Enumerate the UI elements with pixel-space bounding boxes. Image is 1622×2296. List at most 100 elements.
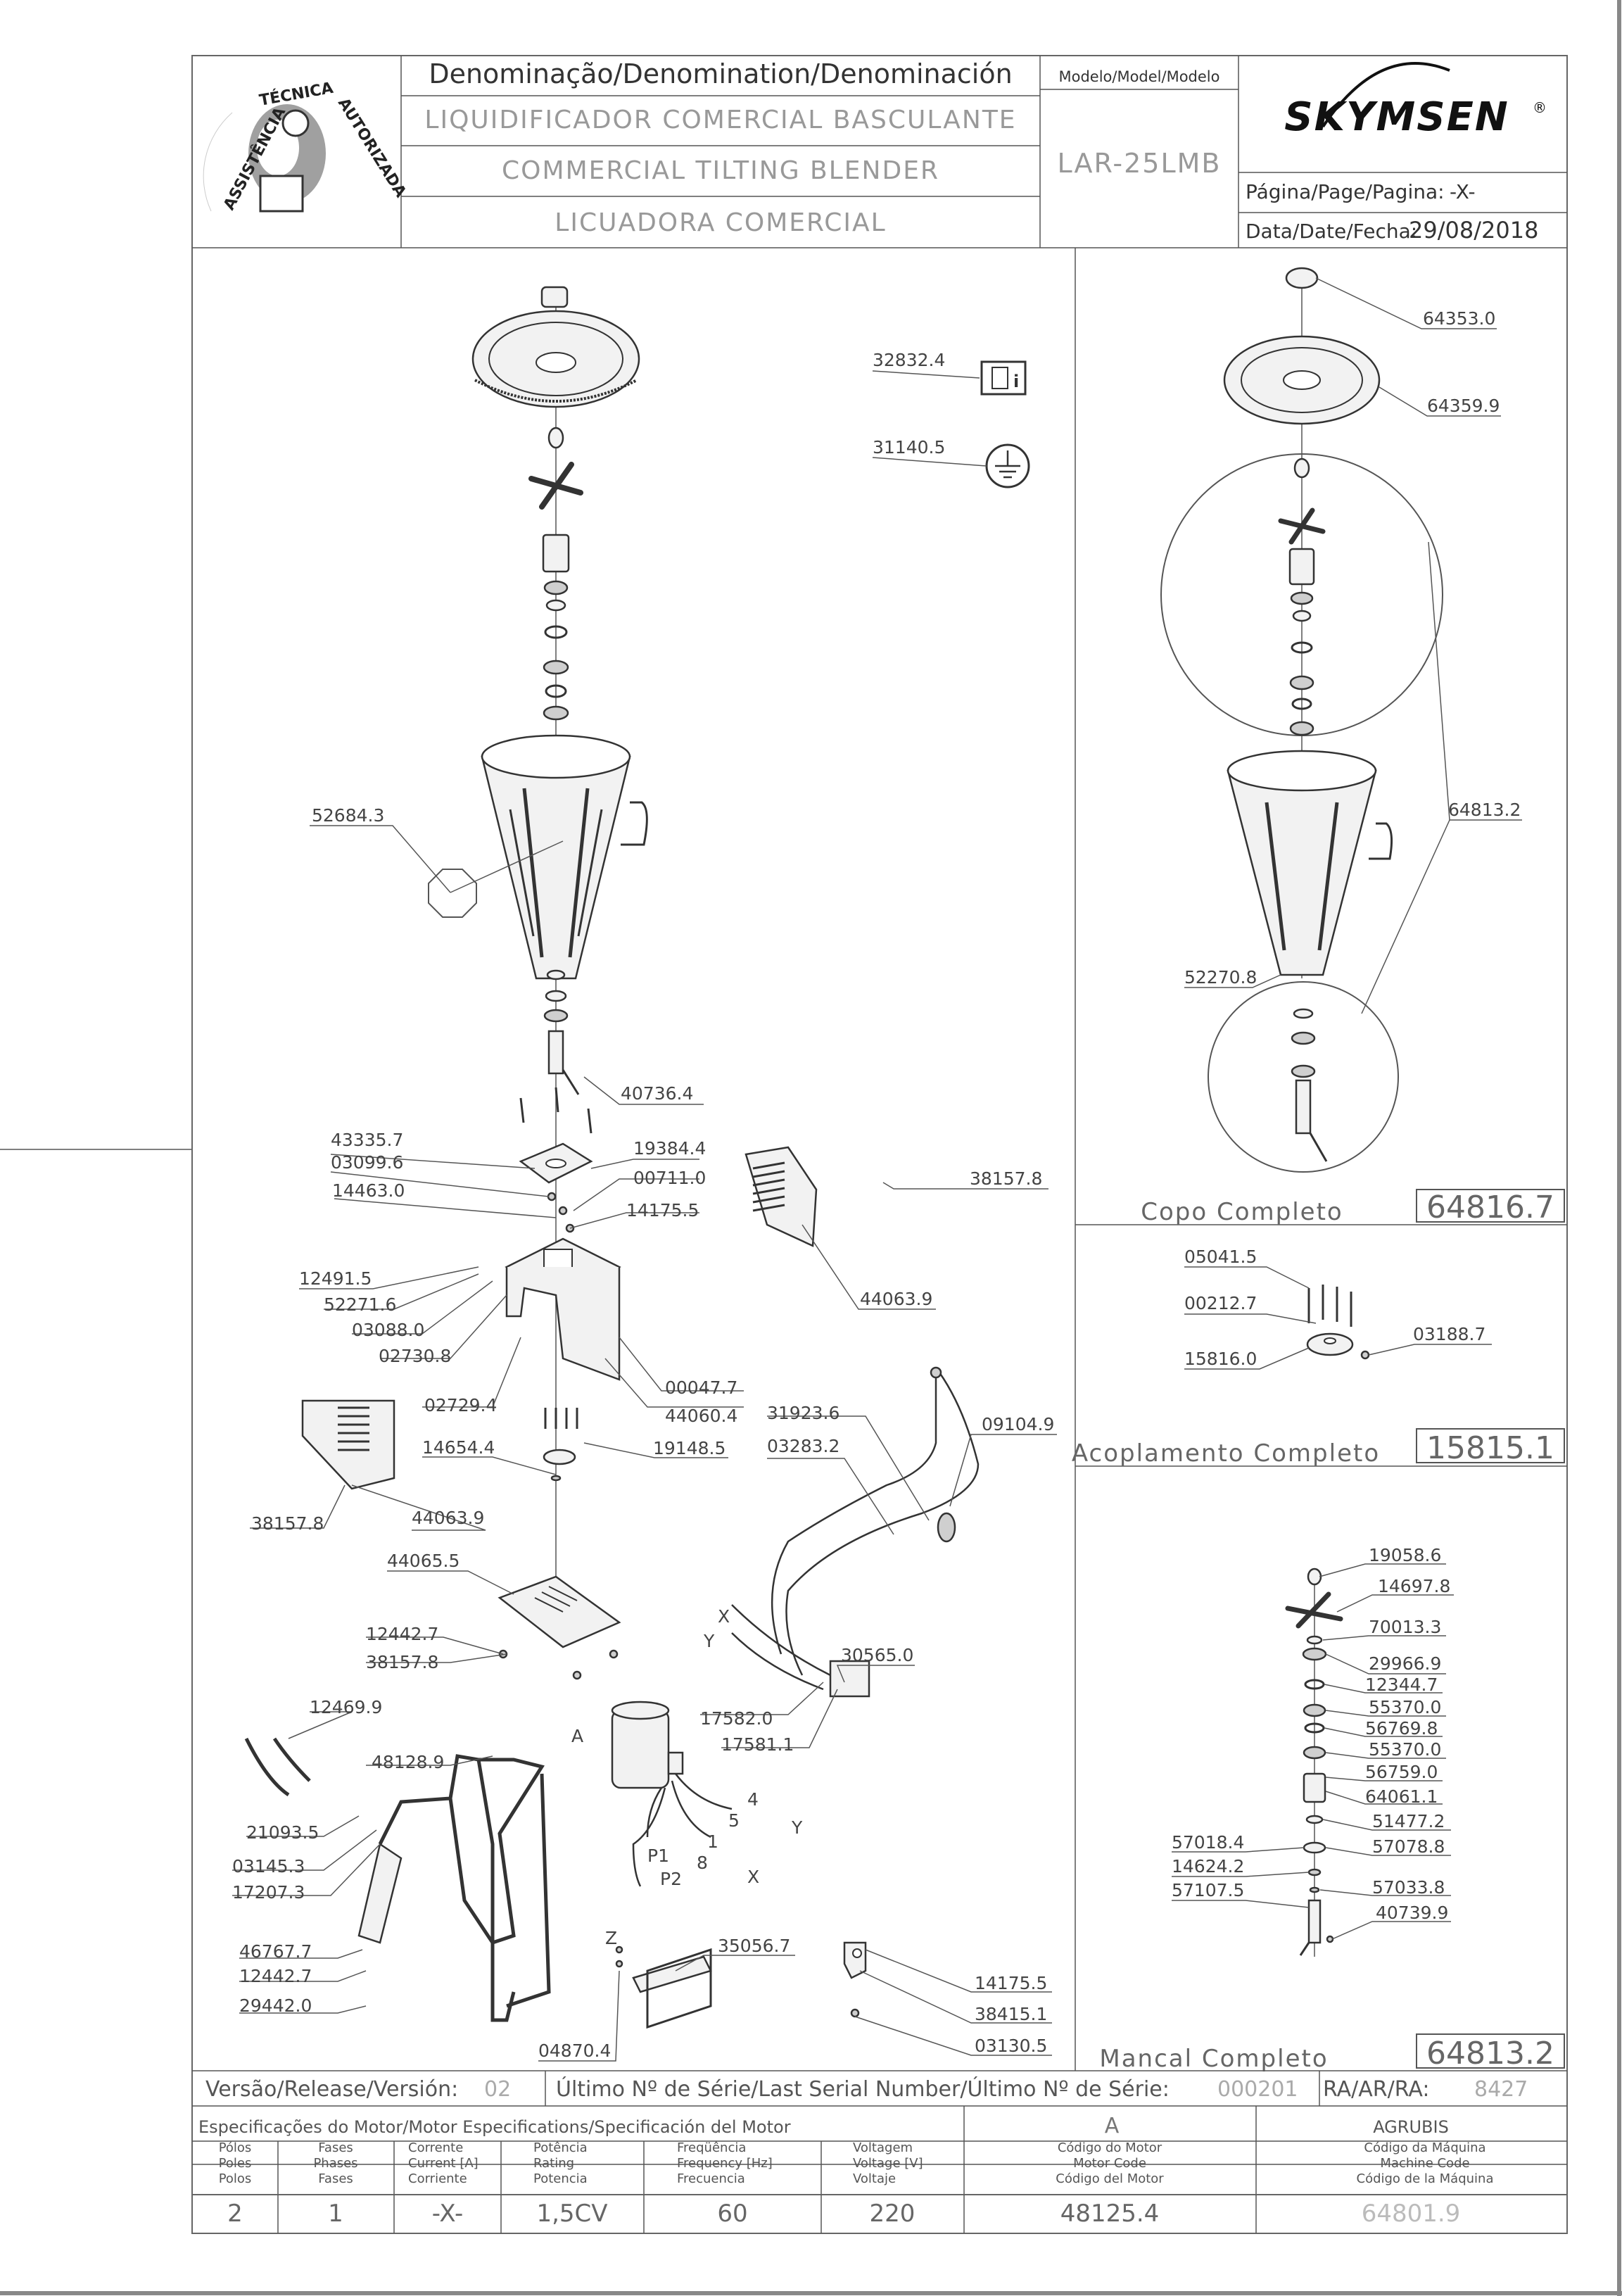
motor-label: A bbox=[571, 1726, 583, 1746]
brand-swoosh bbox=[1322, 62, 1450, 128]
svg-text:i: i bbox=[1013, 372, 1019, 391]
motor-specs-title: Especificações do Motor/Motor Especifica… bbox=[198, 2117, 791, 2137]
part-label: 19384.4 bbox=[633, 1138, 706, 1159]
part-label: 70013.3 bbox=[1369, 1617, 1441, 1637]
part-label: 57033.8 bbox=[1372, 1877, 1445, 1898]
part-label: 31923.6 bbox=[767, 1403, 839, 1423]
header-voltage-pt: Voltagem bbox=[853, 2140, 913, 2155]
header-voltage-en: Voltage [V] bbox=[853, 2156, 923, 2171]
part-label: 55370.0 bbox=[1369, 1697, 1441, 1717]
part-label: 44060.4 bbox=[665, 1406, 737, 1426]
part-label: 00212.7 bbox=[1184, 1293, 1257, 1313]
serial-label: Último Nº de Série/Last Serial Number/Úl… bbox=[556, 2076, 1170, 2102]
part-label: 17207.3 bbox=[232, 1882, 305, 1903]
ra-label: RA/AR/RA: bbox=[1323, 2077, 1429, 2102]
part-label: 51477.2 bbox=[1372, 1811, 1445, 1831]
motor-specs-table: Especificações do Motor/Motor Especifica… bbox=[192, 2106, 1567, 2195]
header-power-en: Rating bbox=[533, 2156, 574, 2171]
part-label: 48128.9 bbox=[372, 1752, 444, 1772]
header-poles-en: Poles bbox=[219, 2156, 252, 2171]
part-label: 64353.0 bbox=[1423, 308, 1495, 329]
part-label: 29442.0 bbox=[239, 1995, 312, 2016]
logo-text-2: TÉCNICA bbox=[258, 79, 335, 110]
part-label: 03283.2 bbox=[767, 1436, 839, 1456]
wire-labels: A 4 5 Y 1 8 X P1 P2 Z X Y bbox=[571, 1606, 803, 1948]
part-label: 12344.7 bbox=[1365, 1674, 1438, 1695]
part-label: 14175.5 bbox=[626, 1200, 699, 1220]
motor-specs-values: 2 1 -X- 1,5CV 60 220 48125.4 64801.9 bbox=[227, 2200, 1460, 2228]
release-row: Versão/Release/Versión: 02 Último Nº de … bbox=[192, 2070, 1567, 2107]
part-label: 02730.8 bbox=[379, 1346, 451, 1366]
part-label: 14463.0 bbox=[332, 1180, 405, 1201]
part-label: 31140.5 bbox=[873, 437, 945, 458]
header-machine-code-pt: Código da Máquina bbox=[1364, 2140, 1485, 2155]
value-motor-code: 48125.4 bbox=[1060, 2200, 1160, 2228]
part-label: 64061.1 bbox=[1365, 1786, 1438, 1807]
product-name-en: COMMERCIAL TILTING BLENDER bbox=[502, 156, 939, 185]
wire-p2-label: P2 bbox=[660, 1869, 682, 1889]
version-value: 02 bbox=[484, 2077, 511, 2102]
part-label: 46767.7 bbox=[239, 1941, 312, 1962]
main-leader-lines bbox=[232, 370, 1057, 2062]
value-poles: 2 bbox=[227, 2200, 243, 2228]
part-label: 05041.5 bbox=[1184, 1247, 1257, 1267]
part-label: 17581.1 bbox=[721, 1734, 794, 1755]
part-label: 52684.3 bbox=[312, 805, 384, 826]
header-frequency-en: Frequency [Hz] bbox=[677, 2156, 773, 2171]
part-label: 02729.4 bbox=[424, 1395, 497, 1415]
part-label: 44063.9 bbox=[412, 1508, 484, 1528]
header-current-es: Corriente bbox=[408, 2171, 467, 2186]
cup-panel-code: 64816.7 bbox=[1426, 1190, 1554, 1225]
value-frequency: 60 bbox=[717, 2200, 747, 2228]
wire-5-label: 5 bbox=[728, 1810, 740, 1831]
header-motor-code-en: Motor Code bbox=[1073, 2156, 1146, 2171]
wire-x-label: X bbox=[747, 1867, 759, 1887]
part-label: 14624.2 bbox=[1172, 1856, 1244, 1876]
part-label: 64813.2 bbox=[1448, 800, 1521, 820]
part-label: 17582.0 bbox=[700, 1708, 773, 1729]
bearing-panel-labels: 19058.6 14697.8 70013.3 29966.9 12344.7 … bbox=[1172, 1545, 1450, 1923]
part-label: 00711.0 bbox=[633, 1168, 706, 1188]
bearing-panel-code: 64813.2 bbox=[1426, 2036, 1554, 2071]
date-label: Data/Date/Fecha: bbox=[1246, 220, 1417, 243]
header-poles-es: Polos bbox=[219, 2171, 252, 2186]
part-label: 03188.7 bbox=[1413, 1324, 1485, 1344]
authorized-service-logo bbox=[203, 104, 326, 213]
part-label: 12442.7 bbox=[239, 1966, 312, 1986]
part-label: 56769.8 bbox=[1365, 1718, 1438, 1739]
wire-8-label: 8 bbox=[697, 1853, 708, 1873]
bearing-panel bbox=[1285, 1568, 1343, 1957]
part-label: 12491.5 bbox=[299, 1268, 372, 1289]
header-frequency-pt: Freqüência bbox=[677, 2140, 746, 2155]
part-label: 57018.4 bbox=[1172, 1832, 1244, 1853]
part-label: 52271.6 bbox=[324, 1294, 396, 1315]
value-current: -X- bbox=[432, 2200, 463, 2228]
part-label: 12469.9 bbox=[310, 1697, 382, 1717]
part-label: 38415.1 bbox=[975, 2004, 1047, 2024]
part-label: 38157.8 bbox=[970, 1168, 1042, 1189]
model-value: LAR-25LMB bbox=[1058, 148, 1222, 179]
wire-1-label: 1 bbox=[707, 1831, 718, 1852]
coupling-panel-labels: 05041.5 00212.7 03188.7 15816.0 bbox=[1184, 1247, 1485, 1369]
bearing-panel-leaders bbox=[1172, 1563, 1454, 1940]
header-motor-code-es: Código del Motor bbox=[1056, 2171, 1164, 2186]
part-label: 52270.8 bbox=[1184, 967, 1257, 988]
header-power-pt: Potência bbox=[533, 2140, 588, 2155]
part-label: 35056.7 bbox=[718, 1936, 790, 1956]
part-label: 04870.4 bbox=[538, 2040, 611, 2061]
coupling-panel-title: Acoplamento Completo bbox=[1072, 1439, 1380, 1468]
version-label: Versão/Release/Versión: bbox=[205, 2077, 458, 2102]
part-label: 57107.5 bbox=[1172, 1880, 1244, 1900]
part-label: 32832.4 bbox=[873, 350, 945, 370]
part-label: 56759.0 bbox=[1365, 1762, 1438, 1782]
part-label: 15816.0 bbox=[1184, 1349, 1257, 1369]
value-power: 1,5CV bbox=[536, 2200, 607, 2228]
header-poles-pt: Pólos bbox=[219, 2140, 252, 2155]
model-label: Modelo/Model/Modelo bbox=[1058, 68, 1219, 85]
header-phases-en: Phases bbox=[313, 2156, 357, 2171]
ra-value: 8427 bbox=[1474, 2077, 1528, 2102]
logo-text-3: AUTORIZADA bbox=[334, 95, 410, 201]
header-current-pt: Corrente bbox=[408, 2140, 463, 2155]
part-label: 21093.5 bbox=[246, 1822, 319, 1843]
part-label: 40736.4 bbox=[621, 1083, 693, 1104]
